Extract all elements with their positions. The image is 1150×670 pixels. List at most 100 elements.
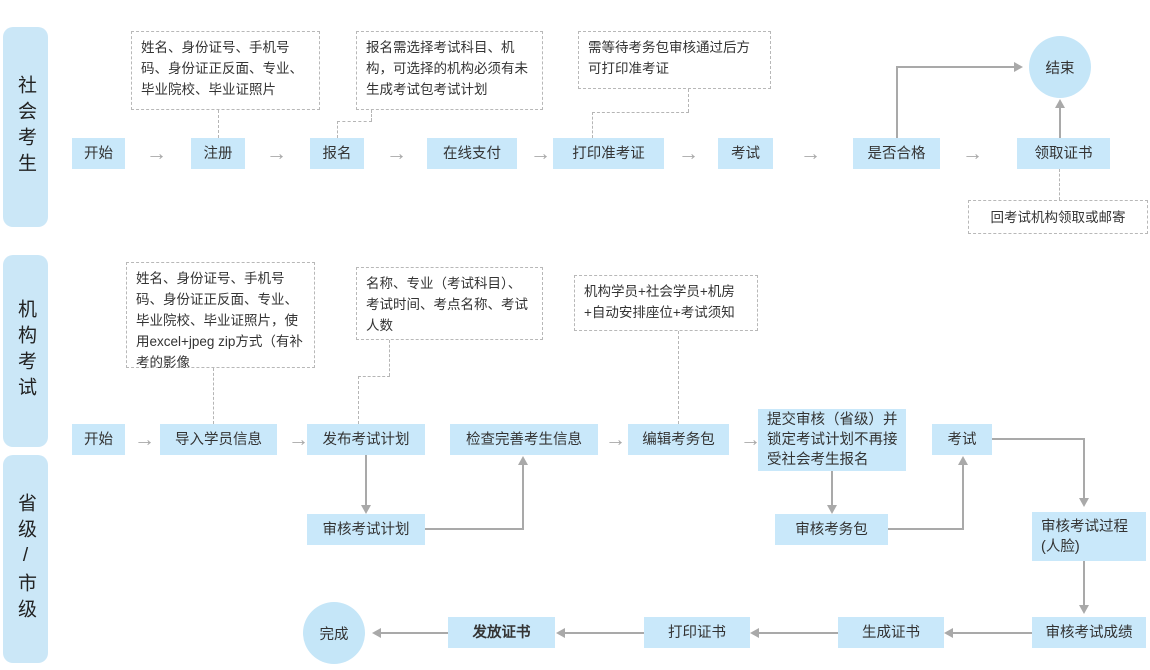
arrowhead-submit-to-review-pkg <box>826 505 837 514</box>
arrowhead-to-check-candidate <box>517 456 528 465</box>
note-text: 报名需选择考试科目、机构，可选择的机构必须有未生成考试包考试计划 <box>366 40 528 97</box>
note-admission-ticket: 需等待考务包审核通过后方可打印准考证 <box>578 31 771 89</box>
dashed-connector-exam-plan-seg3 <box>358 376 359 424</box>
arrowhead-publish-to-review-plan <box>360 505 371 514</box>
node-import-students[interactable]: 导入学员信息 <box>160 424 277 455</box>
arrow-print-to-exam: → <box>678 142 699 165</box>
node-label: 报名 <box>322 145 352 162</box>
node-online-pay[interactable]: 在线支付 <box>427 138 517 169</box>
line-issue-to-complete <box>381 632 448 634</box>
node-print-certificate[interactable]: 打印证书 <box>644 617 750 648</box>
dashed-connector-exam-package <box>678 331 679 424</box>
node-label: 生成证书 <box>862 624 920 641</box>
node-review-exam-process[interactable]: 审核考试过程(人脸) <box>1032 512 1146 561</box>
arrowhead-to-print-cert <box>750 627 759 638</box>
arrow-start-to-register: → <box>146 142 167 165</box>
node-start[interactable]: 开始 <box>72 138 125 169</box>
line-review-plan-up <box>522 465 524 529</box>
dashed-connector-exam-plan-seg2 <box>358 376 390 377</box>
node-get-certificate[interactable]: 领取证书 <box>1017 138 1110 169</box>
node-label: 打印证书 <box>668 624 726 641</box>
line-is-pass-to-end <box>896 66 1014 68</box>
node-register[interactable]: 注册 <box>191 138 245 169</box>
node-label: 审核考试计划 <box>322 521 410 538</box>
node-review-exam-score[interactable]: 审核考试成绩 <box>1032 617 1146 648</box>
arrow-start2-to-import: → <box>134 428 155 451</box>
node-label: 考试 <box>947 431 977 448</box>
arrowhead-to-exam-2 <box>957 456 968 465</box>
lane-label-text: 社会考生 <box>15 75 36 179</box>
node-label: 开始 <box>84 431 113 448</box>
dashed-connector-signup-seg1 <box>371 110 372 121</box>
arrow-exam-to-is-pass: → <box>800 142 821 165</box>
note-text: 姓名、身份证号、手机号码、身份证正反面、专业、毕业院校、毕业证照片，使用exce… <box>136 271 303 370</box>
dashed-connector-register <box>218 110 219 138</box>
arrowhead-to-issue-cert <box>556 627 565 638</box>
node-label: 发布考试计划 <box>322 431 410 448</box>
node-start-2[interactable]: 开始 <box>72 424 125 455</box>
note-register-fields: 姓名、身份证号、手机号码、身份证正反面、专业、毕业院校、毕业证照片 <box>131 31 320 110</box>
arrow-edit-pkg-to-submit: → <box>740 428 761 451</box>
node-label: 导入学员信息 <box>175 431 262 448</box>
node-issue-certificate[interactable]: 发放证书 <box>448 617 555 648</box>
line-review-plan-right <box>425 528 524 530</box>
node-exam-2[interactable]: 考试 <box>932 424 992 455</box>
node-label: 提交审核（省级）并锁定考试计划不再接受社会考生报名 <box>767 412 898 468</box>
lane-label-text: 省级/市级 <box>15 493 36 625</box>
line-submit-to-review-pkg <box>831 471 833 505</box>
arrow-check-to-edit-pkg: → <box>605 428 626 451</box>
node-is-pass[interactable]: 是否合格 <box>853 138 940 169</box>
note-text: 需等待考务包审核通过后方可打印准考证 <box>588 40 750 76</box>
node-print-admission[interactable]: 打印准考证 <box>553 138 664 169</box>
note-text: 名称、专业（考试科目）、考试时间、考点名称、考试人数 <box>366 276 528 333</box>
node-label: 检查完善考生信息 <box>466 431 582 448</box>
node-submit-review-lock[interactable]: 提交审核（省级）并锁定考试计划不再接受社会考生报名 <box>758 409 906 471</box>
dashed-connector-import-students <box>213 368 214 424</box>
arrowhead-get-cert-to-end <box>1054 99 1065 108</box>
node-label: 审核考试成绩 <box>1045 624 1133 641</box>
node-edit-exam-package[interactable]: 编辑考务包 <box>628 424 729 455</box>
node-review-exam-plan[interactable]: 审核考试计划 <box>307 514 425 545</box>
dashed-connector-pickup <box>1059 169 1060 200</box>
arrow-signup-to-pay: → <box>386 142 407 165</box>
node-label: 注册 <box>203 145 233 162</box>
line-get-cert-to-end <box>1059 108 1061 138</box>
arrow-pay-to-print: → <box>530 142 551 165</box>
node-label: 发放证书 <box>472 624 531 641</box>
note-exam-plan-fields: 名称、专业（考试科目）、考试时间、考点名称、考试人数 <box>356 267 543 340</box>
line-is-pass-up <box>896 66 898 138</box>
node-review-exam-package[interactable]: 审核考务包 <box>775 514 888 545</box>
dashed-connector-admission-seg1 <box>688 89 689 112</box>
note-student-import-fields: 姓名、身份证号、手机号码、身份证正反面、专业、毕业院校、毕业证照片，使用exce… <box>126 262 315 370</box>
line-review-process-down <box>1083 561 1085 605</box>
line-review-pkg-up <box>962 465 964 529</box>
node-label: 考试 <box>731 145 760 162</box>
line-publish-to-review-plan <box>365 455 367 505</box>
line-exam2-down <box>1083 438 1085 498</box>
note-exam-package-fields: 机构学员+社会学员+机房+自动安排座位+考试须知 <box>574 275 758 331</box>
node-complete[interactable]: 完成 <box>303 602 365 664</box>
node-label: 审核考务包 <box>795 521 868 538</box>
node-signup[interactable]: 报名 <box>310 138 364 169</box>
node-check-candidate-info[interactable]: 检查完善考生信息 <box>450 424 598 455</box>
node-generate-certificate[interactable]: 生成证书 <box>838 617 944 648</box>
node-label: 是否合格 <box>867 145 926 162</box>
arrowhead-to-complete <box>372 627 381 638</box>
node-publish-exam-plan[interactable]: 发布考试计划 <box>307 424 425 455</box>
lane-label-social-candidate: 社会考生 <box>3 27 48 227</box>
lane-label-province-city: 省级/市级 <box>3 455 48 663</box>
node-end[interactable]: 结束 <box>1029 36 1091 98</box>
node-exam[interactable]: 考试 <box>718 138 773 169</box>
line-exam2-right <box>992 438 1085 440</box>
line-generate-to-print <box>759 632 838 634</box>
node-label: 结束 <box>1045 60 1075 77</box>
node-label: 在线支付 <box>443 145 501 162</box>
lane-label-text: 机构考试 <box>15 299 36 403</box>
line-print-to-issue <box>565 632 644 634</box>
line-score-to-generate <box>953 632 1032 634</box>
dashed-connector-signup-seg2 <box>337 121 372 122</box>
arrowhead-to-review-process <box>1078 498 1089 507</box>
arrow-register-to-signup: → <box>266 142 287 165</box>
arrowhead-to-generate-cert <box>944 627 953 638</box>
